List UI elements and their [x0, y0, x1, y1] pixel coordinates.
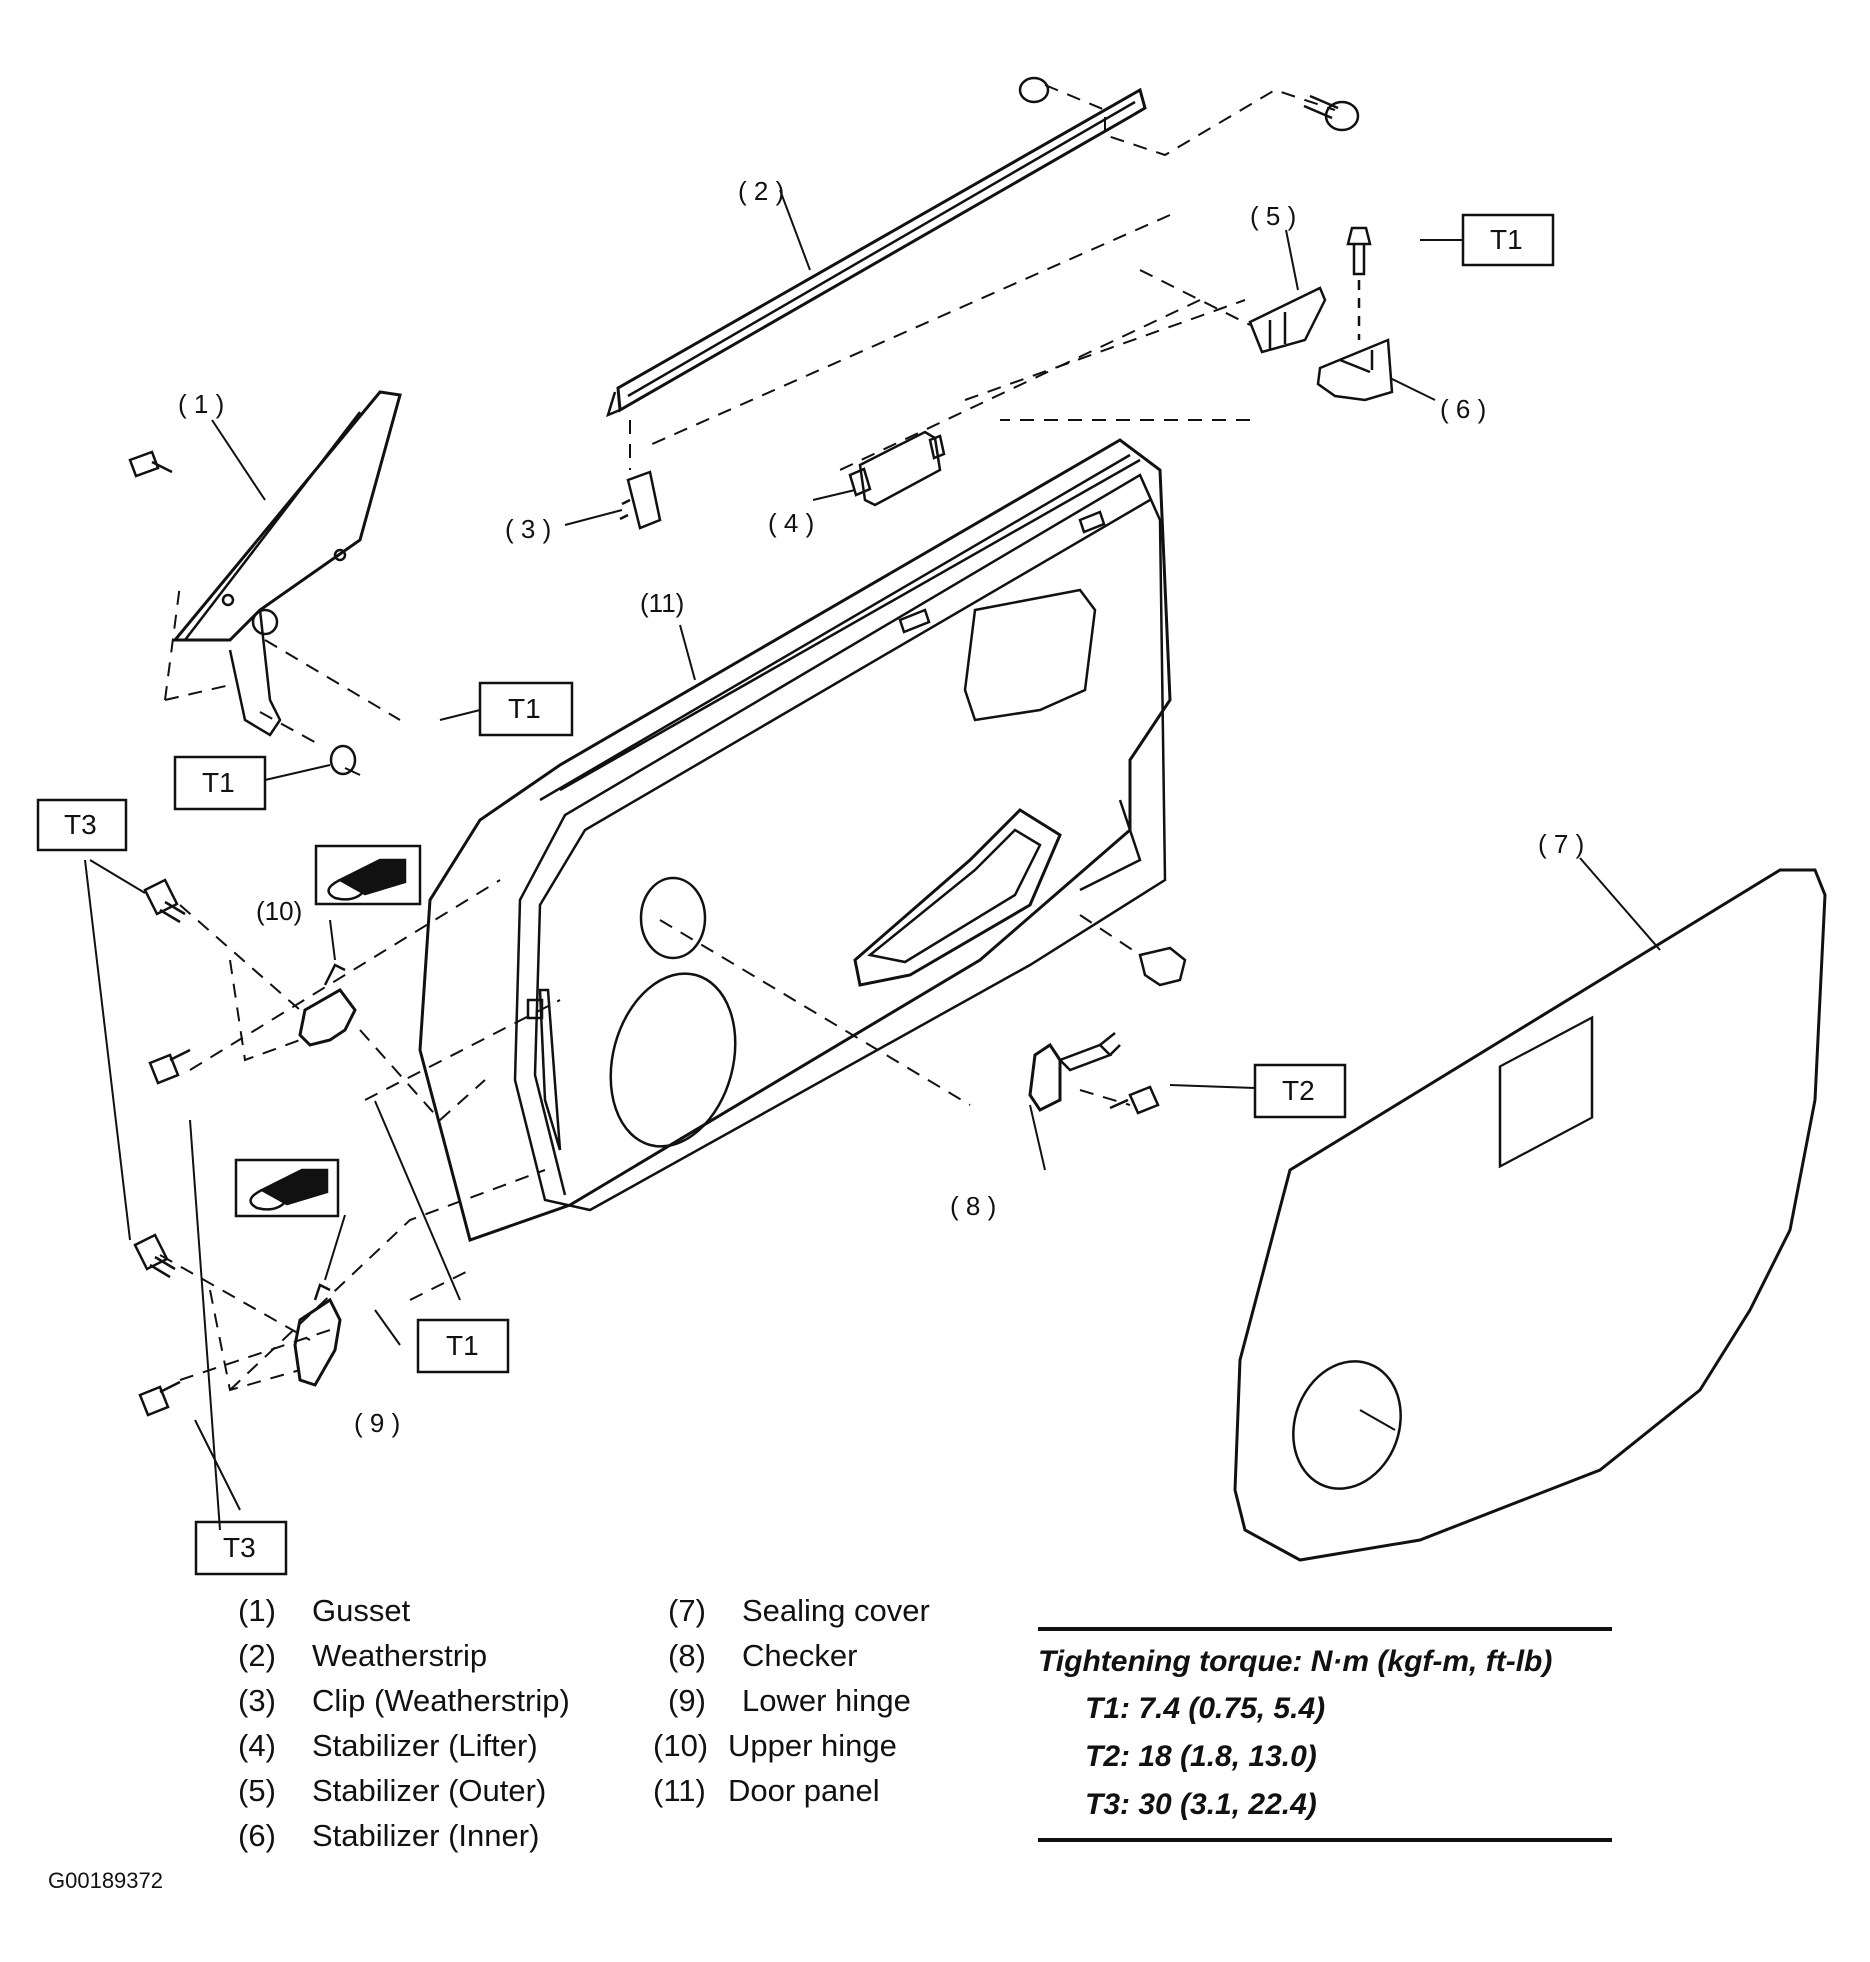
- callout-6: ( 6 ): [1440, 394, 1486, 424]
- callout-10: (10): [256, 896, 302, 926]
- legend-item-8: (8) Checker: [668, 1640, 857, 1671]
- torque-row-t3: T3: 30 (3.1, 22.4): [1085, 1788, 1317, 1821]
- legend-num: (2): [238, 1638, 276, 1673]
- gusset: [128, 390, 402, 776]
- stabilizer-outer: [1248, 286, 1327, 354]
- leader-lines: [84, 189, 1661, 1531]
- legend-label: Stabilizer (Inner): [312, 1818, 540, 1853]
- legend-num: (6): [238, 1818, 276, 1853]
- torque-tag-t3-upper: T3: [64, 809, 97, 840]
- torque-tag-t1-nut: T1: [202, 767, 235, 798]
- legend-item-2: (2) Weatherstrip: [238, 1640, 487, 1671]
- clip-weatherstrip: [619, 470, 662, 530]
- legend-item-1: (1) Gusset: [238, 1595, 410, 1626]
- torque-table-heading: Tightening torque: N·m (kgf-m, ft-lb): [1038, 1645, 1553, 1678]
- stabilizer-inner: [1316, 226, 1394, 402]
- torque-tags: T1 T1 T1 T1 T2 T3 T3: [36, 213, 1555, 1576]
- legend-num: (10): [653, 1728, 709, 1763]
- torque-tag-t2-checker: T2: [1282, 1075, 1315, 1106]
- dashed-lines: [159, 84, 1336, 1392]
- callout-4: ( 4 ): [768, 508, 814, 538]
- legend-num: (1): [238, 1593, 276, 1628]
- legend-num: (11): [653, 1773, 706, 1808]
- legend-num: (9): [668, 1683, 706, 1718]
- legend-num: (4): [238, 1728, 276, 1763]
- callout-2: ( 2 ): [738, 176, 784, 206]
- callout-11: (11): [640, 588, 684, 618]
- weatherstrip: [606, 87, 1147, 418]
- grease-icon-upper: [314, 844, 422, 906]
- torque-row-t1: T1: 7.4 (0.75, 5.4): [1085, 1692, 1326, 1725]
- legend-item-6: (6) Stabilizer (Inner): [238, 1820, 539, 1851]
- torque-table-top-rule: [1038, 1627, 1612, 1631]
- callout-9: ( 9 ): [354, 1408, 400, 1438]
- stabilizer-lifter: [848, 430, 946, 507]
- door-panel: [418, 438, 1172, 1242]
- legend-item-5: (5) Stabilizer (Outer): [238, 1775, 546, 1806]
- legend-item-7: (7) Sealing cover: [668, 1595, 930, 1626]
- legend-label: Weatherstrip: [312, 1638, 488, 1673]
- legend-label: Clip (Weatherstrip): [312, 1683, 570, 1718]
- legend-item-4: (4) Stabilizer (Lifter): [238, 1730, 538, 1761]
- legend-num: (5): [238, 1773, 276, 1808]
- legend-label: Sealing cover: [742, 1593, 930, 1628]
- legend-item-3: (3) Clip (Weatherstrip): [238, 1685, 570, 1716]
- callouts: ( 1 ) ( 2 ) ( 3 ) ( 4 ) ( 5 ) ( 6 ) ( 7 …: [178, 176, 1584, 1438]
- checker: [1028, 1032, 1160, 1115]
- legend-num: (3): [238, 1683, 276, 1718]
- upper-hinge: [143, 878, 357, 1085]
- legend-item-9: (9) Lower hinge: [668, 1685, 911, 1716]
- torque-tag-t1-hinge: T1: [446, 1330, 479, 1361]
- legend-label: Door panel: [728, 1773, 880, 1808]
- legend-label: Stabilizer (Lifter): [312, 1728, 538, 1763]
- legend-item-11: (11) Door panel: [653, 1775, 880, 1806]
- lower-hinge: [133, 1233, 342, 1417]
- legend-label: Lower hinge: [742, 1683, 911, 1718]
- sealing-cover: [1233, 868, 1827, 1562]
- figure-code: G00189372: [48, 1868, 163, 1893]
- callout-1: ( 1 ): [178, 389, 224, 419]
- legend-label: Stabilizer (Outer): [312, 1773, 547, 1808]
- callout-5: ( 5 ): [1250, 201, 1296, 231]
- torque-row-t2: T2: 18 (1.8, 13.0): [1085, 1740, 1317, 1773]
- torque-tag-t3-lower: T3: [223, 1532, 256, 1563]
- legend-num: (8): [668, 1638, 706, 1673]
- torque-table-bottom-rule: [1038, 1838, 1612, 1842]
- legend-label: Gusset: [312, 1593, 411, 1628]
- torque-tag-t1-stabilizer: T1: [1490, 224, 1523, 255]
- top-fasteners: [1018, 76, 1360, 132]
- rubber-plug: [1138, 946, 1187, 987]
- callout-3: ( 3 ): [505, 514, 551, 544]
- legend-num: (7): [668, 1593, 706, 1628]
- legend-item-10: (10) Upper hinge: [653, 1730, 897, 1761]
- legend-label: Upper hinge: [728, 1728, 897, 1763]
- callout-7: ( 7 ): [1538, 829, 1584, 859]
- grease-icon-lower: [234, 1158, 340, 1218]
- callout-8: ( 8 ): [950, 1191, 996, 1221]
- legend-label: Checker: [742, 1638, 858, 1673]
- torque-tag-t1-gusset: T1: [508, 693, 541, 724]
